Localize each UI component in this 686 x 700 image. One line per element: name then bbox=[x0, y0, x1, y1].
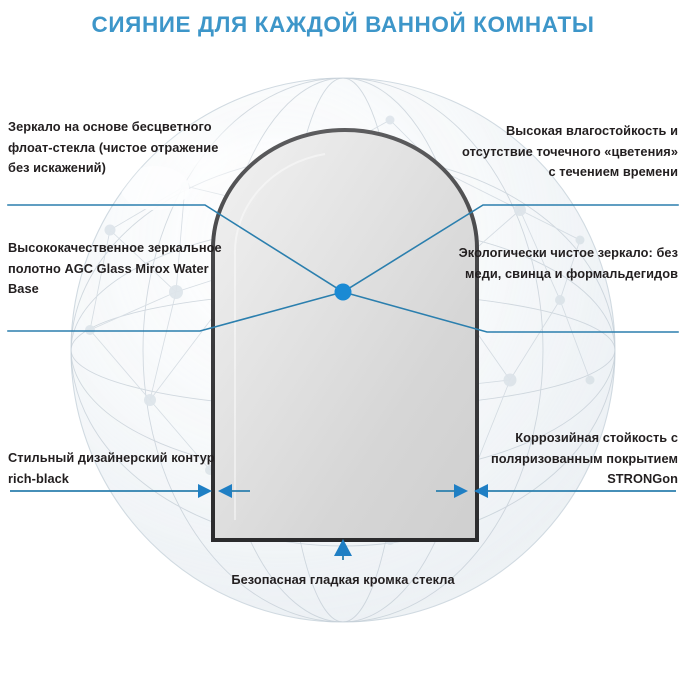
mirror-svg bbox=[211, 128, 479, 542]
callout-corrosion: Коррозийная стойкость с поляризованным п… bbox=[490, 430, 678, 486]
mirror-glass bbox=[211, 128, 479, 542]
callout-edge: Безопасная гладкая кромка стекла bbox=[231, 572, 455, 587]
callout-mirror-base: Зеркало на основе бесцветного флоат-стек… bbox=[8, 119, 219, 175]
arched-mirror bbox=[205, 120, 485, 550]
callout-humidity: Высокая влагостойкость и отсутствие точе… bbox=[462, 123, 678, 179]
callout-contour: Стильный дизайнерский контур rich-black bbox=[8, 450, 215, 486]
page-title: СИЯНИЕ ДЛЯ КАЖДОЙ ВАННОЙ КОМНАТЫ bbox=[91, 12, 595, 37]
callout-panel: Высококачественное зеркальное полотно AG… bbox=[8, 240, 222, 296]
callout-eco: Экологически чистое зеркало: без меди, с… bbox=[458, 245, 678, 281]
